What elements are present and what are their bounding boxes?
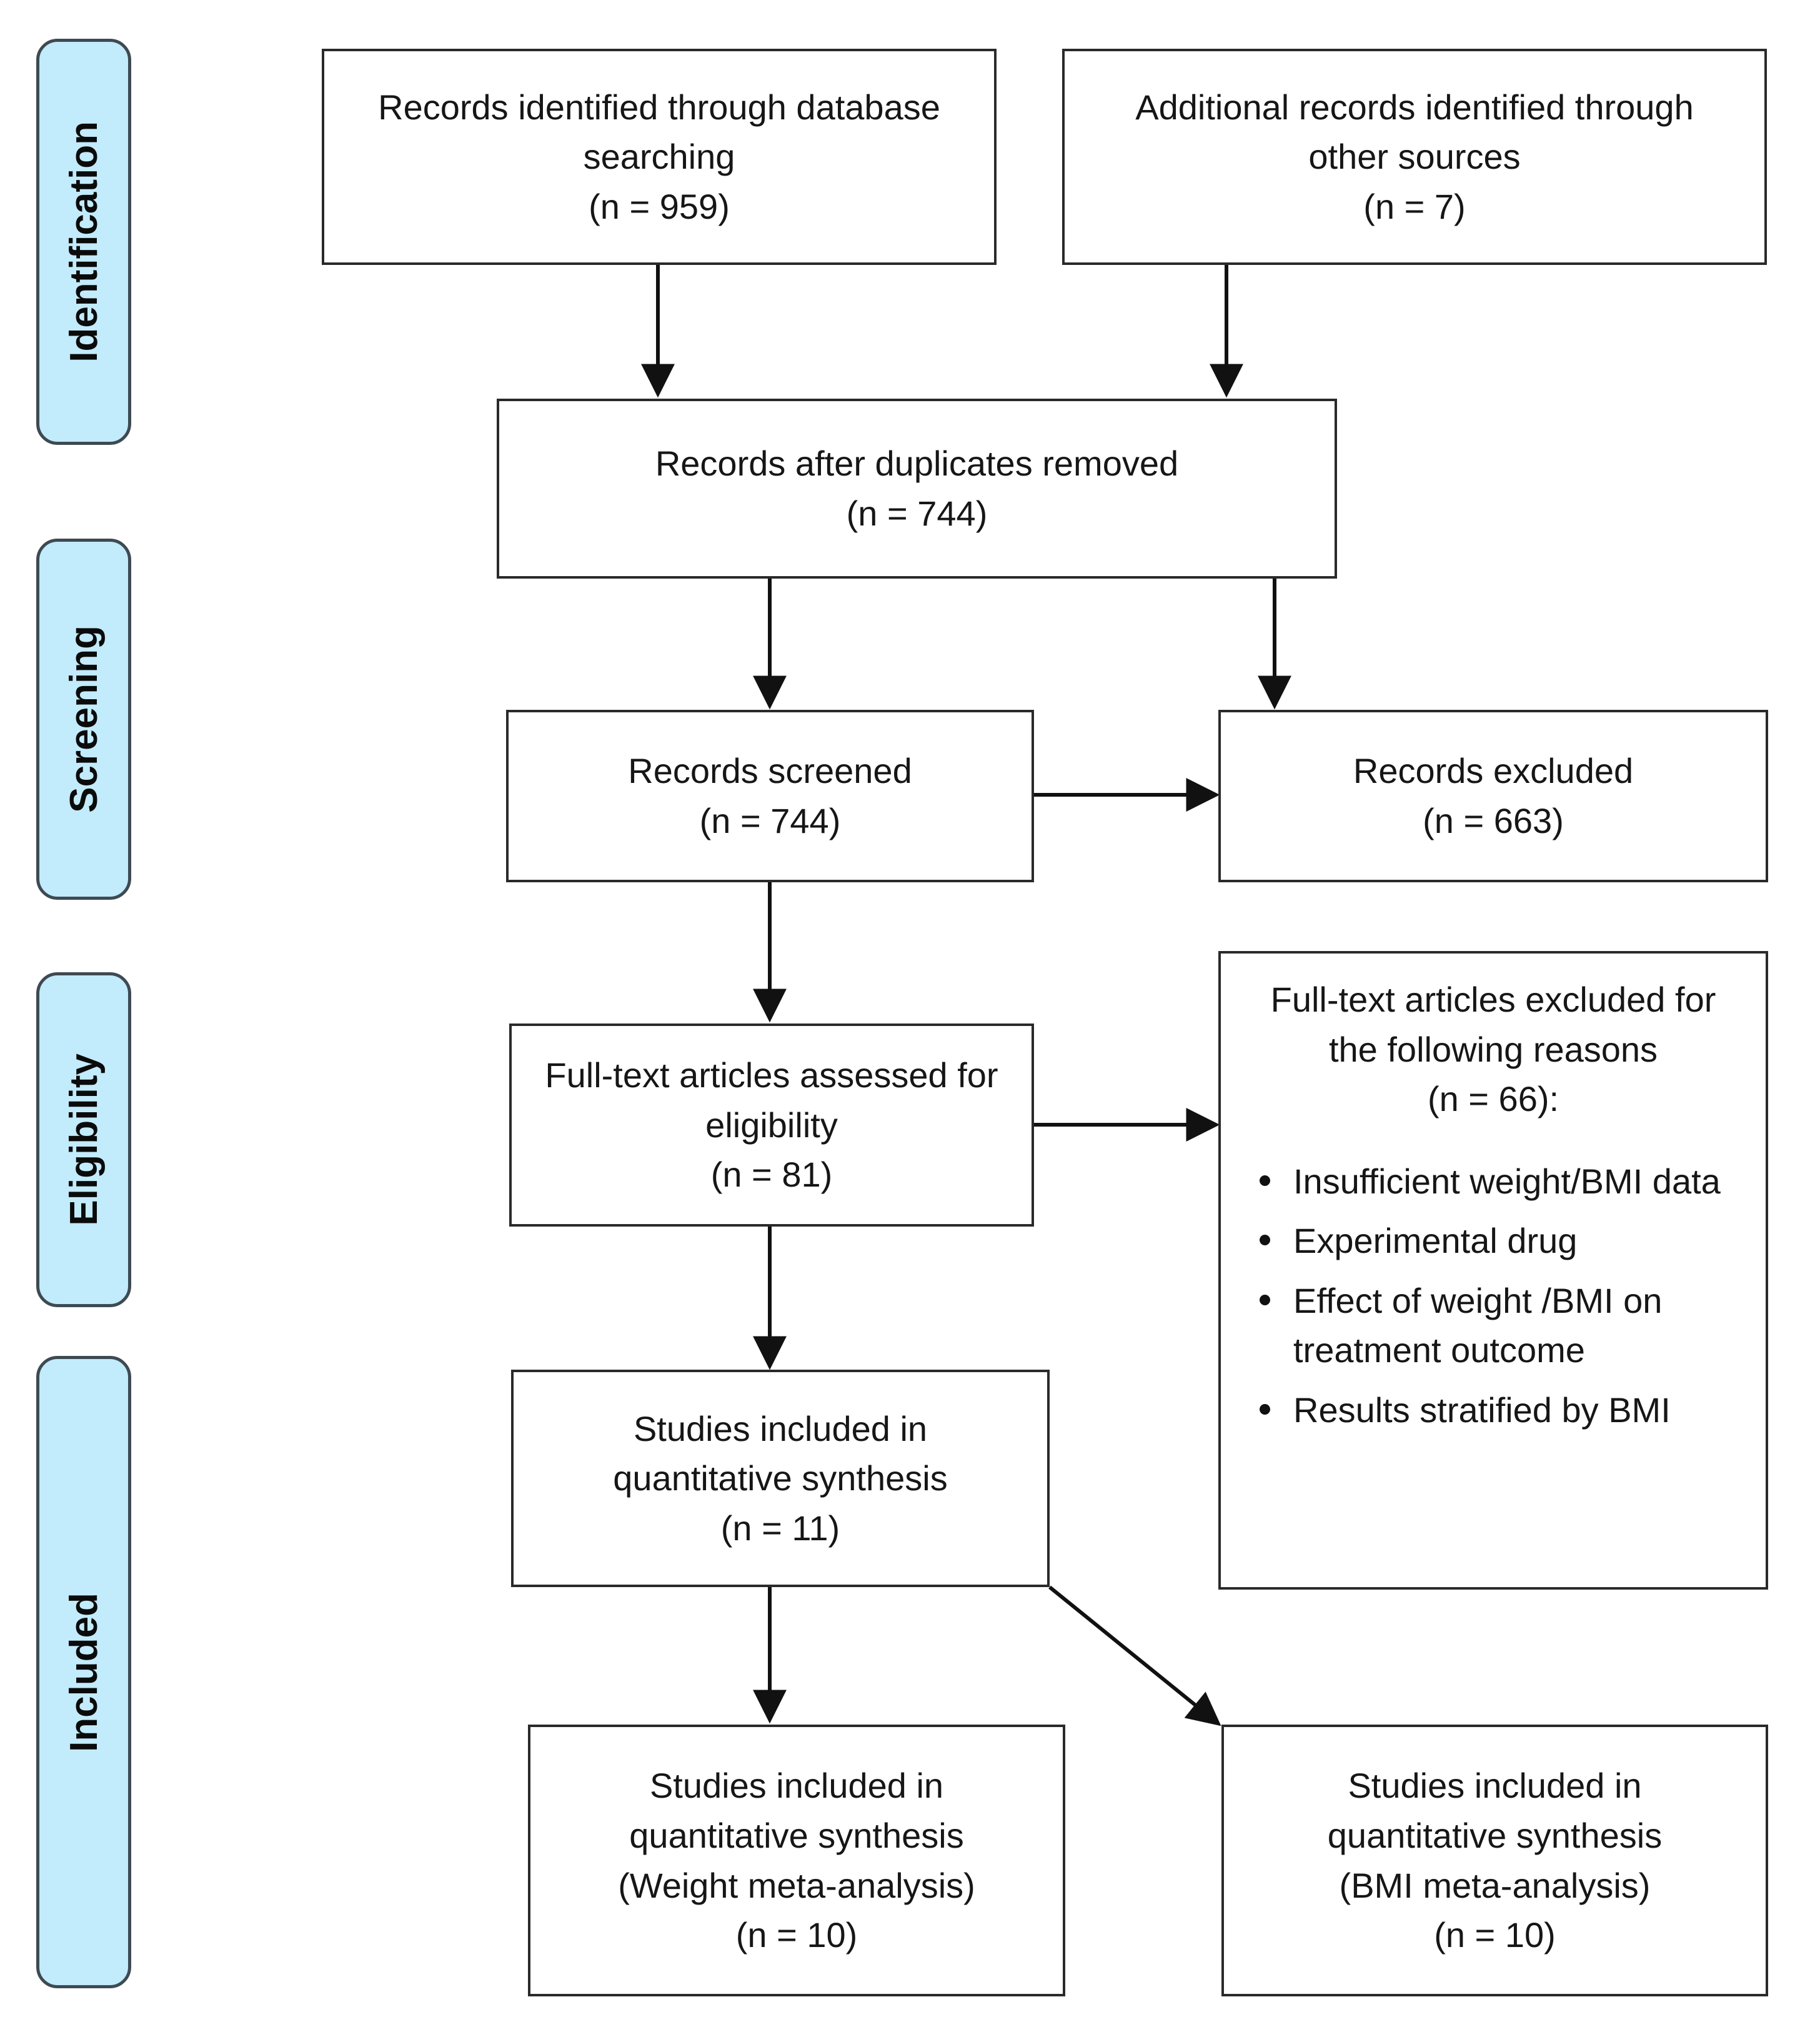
box-records-screened-text: Records screened (n = 744) xyxy=(628,751,912,840)
box-records-after-duplicates-text: Records after duplicates removed (n = 74… xyxy=(655,444,1179,533)
stage-tab-included-label: Included xyxy=(62,1592,106,1752)
exclusion-reason-text: Results stratified by BMI xyxy=(1293,1390,1671,1430)
stage-tab-eligibility-label: Eligibility xyxy=(62,1053,106,1226)
exclusion-reason-item: Effect of weight /BMI on treatment outco… xyxy=(1260,1276,1747,1375)
box-fulltext-excluded-reasons[interactable]: Full-text articles excluded for the foll… xyxy=(1218,951,1768,1590)
exclusion-reason-item: Experimental drug xyxy=(1260,1216,1747,1266)
box-studies-included-bmi-meta[interactable]: Studies included in quantitative synthes… xyxy=(1221,1725,1768,1996)
stage-tab-included[interactable]: Included xyxy=(36,1356,131,1988)
box-records-screened[interactable]: Records screened (n = 744) xyxy=(506,710,1034,882)
box-studies-included-bmi-meta-text: Studies included in quantitative synthes… xyxy=(1327,1766,1663,1955)
box-fulltext-assessed[interactable]: Full-text articles assessed for eligibil… xyxy=(509,1023,1034,1227)
exclusion-reasons-list: Insufficient weight/BMI data Experimenta… xyxy=(1233,1157,1753,1435)
stage-tab-eligibility[interactable]: Eligibility xyxy=(36,972,131,1307)
box-records-database-searching[interactable]: Records identified through database sear… xyxy=(322,49,997,265)
box-studies-included-quantitative-text: Studies included in quantitative synthes… xyxy=(613,1408,948,1548)
box-records-excluded[interactable]: Records excluded (n = 663) xyxy=(1218,710,1768,882)
exclusion-reason-text: Experimental drug xyxy=(1293,1221,1578,1261)
box-fulltext-assessed-text: Full-text articles assessed for eligibil… xyxy=(545,1055,998,1195)
box-fulltext-excluded-title: Full-text articles excluded for the foll… xyxy=(1270,980,1716,1119)
exclusion-reason-text: Insufficient weight/BMI data xyxy=(1293,1161,1721,1201)
stage-tab-screening-label: Screening xyxy=(62,625,106,813)
stage-tab-identification-label: Identification xyxy=(62,121,106,362)
exclusion-reason-text: Effect of weight /BMI on treatment outco… xyxy=(1293,1280,1663,1370)
arrow-included-to-bmi xyxy=(1048,1585,1221,1726)
box-records-other-sources[interactable]: Additional records identified through ot… xyxy=(1062,49,1767,265)
stage-tab-screening[interactable]: Screening xyxy=(36,539,131,900)
box-studies-included-weight-meta[interactable]: Studies included in quantitative synthes… xyxy=(528,1725,1065,1996)
exclusion-reason-item: Results stratified by BMI xyxy=(1260,1385,1747,1435)
box-studies-included-quantitative[interactable]: Studies included in quantitative synthes… xyxy=(511,1370,1050,1587)
box-records-other-sources-text: Additional records identified through ot… xyxy=(1135,87,1694,226)
box-records-excluded-text: Records excluded (n = 663) xyxy=(1353,751,1634,840)
stage-tab-identification[interactable]: Identification xyxy=(36,39,131,445)
box-records-after-duplicates[interactable]: Records after duplicates removed (n = 74… xyxy=(497,399,1337,579)
box-records-database-searching-text: Records identified through database sear… xyxy=(378,87,940,226)
exclusion-reason-item: Insufficient weight/BMI data xyxy=(1260,1157,1747,1207)
box-studies-included-weight-meta-text: Studies included in quantitative synthes… xyxy=(618,1766,975,1955)
